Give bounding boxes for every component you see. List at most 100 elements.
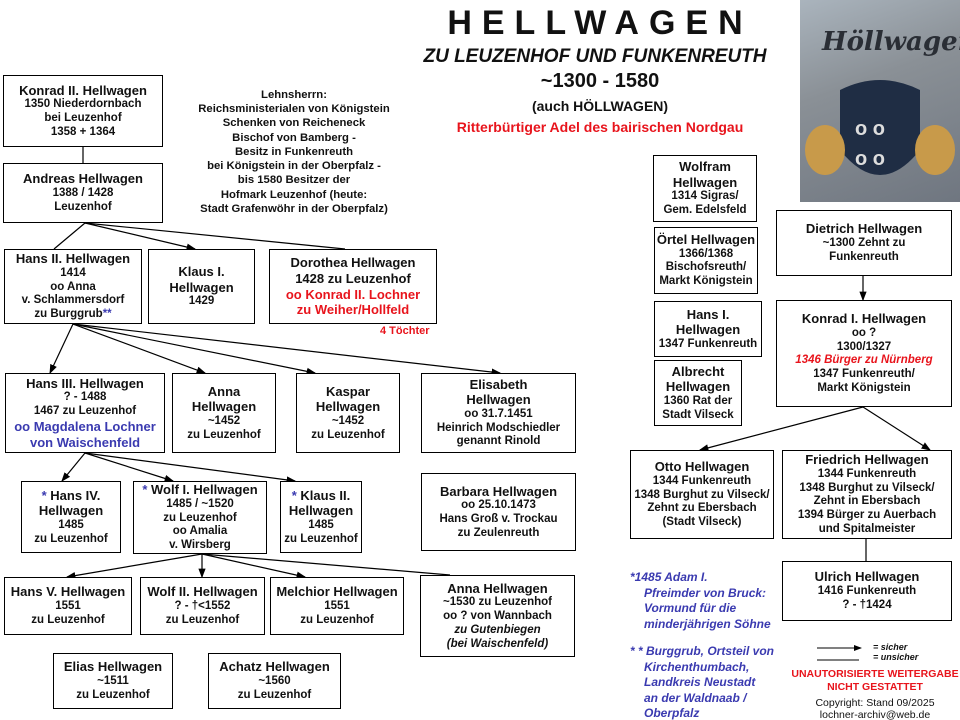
- text: Hellwagen: [315, 399, 381, 415]
- text: zu Leuzenhof: [187, 428, 261, 441]
- coat-of-arms-image: Höllwagen, o o o o: [800, 0, 960, 202]
- text: Zehnt zu Ebersbach: [647, 502, 757, 515]
- person-detail: 1348 Burghut zu Vilseck/: [799, 482, 934, 496]
- footnote-marker: *: [291, 487, 297, 503]
- person-detail: 1350 Niederdornbach: [25, 98, 142, 112]
- text: Barbara Hellwagen: [439, 483, 558, 499]
- person-detail: ~1560: [258, 675, 290, 689]
- text: 1358 + 1364: [50, 125, 116, 138]
- rank-label: Ritterbürtiger Adel des bairischen Nordg…: [456, 119, 744, 135]
- person-detail: Bischofsreuth/: [666, 261, 747, 275]
- text: Stadt Vilseck: [662, 408, 734, 421]
- person-detail: zu Leuzenhof: [284, 533, 357, 547]
- person-detail: 1366/1368: [679, 248, 733, 262]
- text: Wolf I. Hellwagen: [151, 482, 258, 498]
- text: Friedrich Hellwagen: [805, 452, 929, 468]
- person-detail: (bei Waischenfeld): [447, 638, 548, 652]
- text: ? - 1488: [63, 391, 107, 404]
- person-detail: Hellwagen: [316, 399, 380, 415]
- person-detail: zu Leuzenhof: [187, 429, 260, 443]
- text: Achatz Hellwagen: [219, 659, 330, 675]
- person-detail: zu Leuzenhof: [76, 689, 149, 703]
- text: Hellwagen: [665, 379, 731, 395]
- text: Melchior Hellwagen: [276, 584, 398, 600]
- person-detail: 1348 Burghut zu Vilseck/: [634, 489, 769, 503]
- person-detail: Hellwagen: [192, 399, 256, 415]
- text: Markt Königstein: [817, 381, 911, 394]
- person-detail: 1346 Bürger zu Nürnberg: [795, 354, 932, 368]
- text: 1344 Funkenreuth: [652, 474, 752, 487]
- text-line: * * Burggrub, Ortsteil von: [630, 644, 775, 658]
- text-line: Oberpfalz: [644, 706, 700, 720]
- person-detail: ? - †<1552: [175, 600, 231, 614]
- warning-line-1: UNAUTORISIERTE WEITERGABE: [791, 668, 959, 680]
- person-detail: v. Schlammersdorf: [22, 294, 125, 308]
- person-detail: (Stadt Vilseck): [662, 516, 741, 530]
- copyright: Copyright: Stand 09/2025 lochner-archiv@…: [785, 697, 960, 720]
- person-detail: 1467 zu Leuzenhof: [34, 405, 136, 419]
- text: Otto Hellwagen: [654, 459, 750, 475]
- text: ? - †<1552: [174, 600, 231, 612]
- text: 1347 Funkenreuth/: [813, 368, 915, 381]
- text: 1366/1368: [678, 247, 734, 260]
- contact-email[interactable]: lochner-archiv@web.de: [819, 709, 931, 720]
- person-name: Hans V. Hellwagen: [11, 584, 125, 600]
- person-name: Otto Hellwagen: [655, 459, 750, 475]
- text: Klaus I.: [178, 264, 225, 279]
- text: Hellwagen: [466, 392, 531, 408]
- person-detail: zu Leuzenhof: [163, 512, 236, 526]
- person-detail: oo 31.7.1451: [464, 408, 532, 422]
- person-detail: 1429: [189, 295, 215, 309]
- text: Heinrich Modschiedler: [436, 421, 561, 434]
- text: 1388 / 1428: [52, 187, 114, 199]
- text: ~1560: [258, 675, 291, 687]
- text: 1416 Funkenreuth: [817, 585, 917, 597]
- person-detail: ~1300 Zehnt zu: [823, 237, 906, 251]
- person-detail: 1360 Rat der: [664, 395, 732, 409]
- text: v. Wirsberg: [169, 539, 231, 552]
- person-detail: oo Magdalena Lochner: [14, 419, 156, 435]
- arrow-sure: [201, 553, 307, 579]
- text: ? - †1424: [842, 598, 892, 611]
- text: 1551: [55, 600, 81, 612]
- person-name: Ulrich Hellwagen: [815, 569, 920, 585]
- daughters-note: 4 Töchter: [380, 325, 430, 337]
- text: Anna Hellwagen: [447, 580, 548, 596]
- person-name: Hans III. Hellwagen: [26, 376, 144, 392]
- svg-text:o o: o o: [855, 148, 885, 170]
- text: Hans II. Hellwagen: [15, 251, 131, 267]
- text: 1428 zu Leuzenhof: [295, 270, 411, 286]
- person-detail: oo Konrad II. Lochner: [286, 287, 420, 303]
- text: und Spitalmeister: [818, 522, 916, 535]
- text-line: Besitz in Funkenreuth: [235, 145, 353, 158]
- text: bei Leuzenhof: [44, 111, 122, 124]
- person-name: Albrecht: [672, 364, 725, 380]
- text: Hellwagen: [191, 399, 257, 415]
- text-line: Stadt Grafenwöhr in der Oberpfalz): [200, 202, 388, 215]
- legend-unsure: = unsicher: [873, 652, 919, 662]
- period: ~1300 - 1580: [540, 70, 660, 92]
- person-detail: ? - 1488: [64, 391, 107, 405]
- person-detail: ~1530 zu Leuzenhof: [443, 596, 552, 610]
- text: zu Leuzenhof: [76, 688, 150, 701]
- person-detail: ~1452: [208, 415, 240, 429]
- person-detail: 1416 Funkenreuth: [818, 585, 916, 599]
- text: Hans Groß v. Trockau: [439, 512, 558, 525]
- person-detail: zu Leuzenhof: [166, 614, 239, 628]
- text: Örtel Hellwagen: [656, 232, 756, 247]
- person-detail: Markt Königstein: [817, 382, 910, 396]
- person-name: Friedrich Hellwagen: [805, 452, 929, 468]
- text: oo 25.10.1473: [461, 499, 536, 512]
- person-detail: Markt Königstein: [659, 275, 752, 289]
- person-detail: Hellwagen: [466, 392, 530, 408]
